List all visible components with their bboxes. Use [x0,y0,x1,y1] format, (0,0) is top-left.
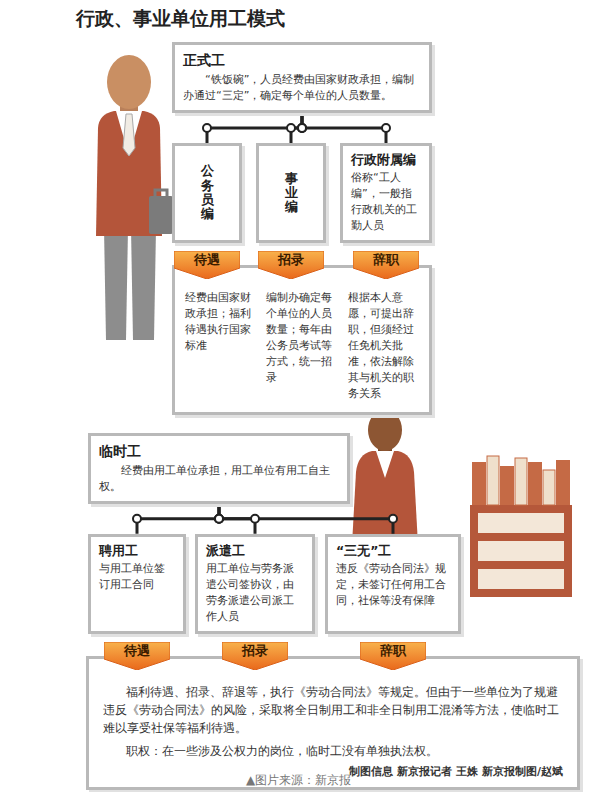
box-text: 待遇 [174,251,240,269]
box-text: 根据本人意愿，可提出辞职，但须经过任免机关批准，依法解除其与机关的职务关系 [348,290,419,402]
tree-connector [207,113,302,143]
category-box: “三无”工违反《劳动合同法》规定，未签订任何用工合同，社保等没有保障 [325,534,461,634]
box-text: 招录 [222,642,288,660]
bookshelf [470,456,572,597]
arrow-tab: 待遇 [174,251,240,279]
category-box: 临时工经费由用工单位承担，用工单位有用工自主权。 [88,433,350,504]
sitting-man [352,409,418,545]
detail-box: 经费由国家财政承担；福利待遇执行国家标准编制办确定每个单位的人员数量；每年由公务… [172,265,432,415]
caption: ▲图片来源：新京报 [0,772,597,789]
arrow-tab: 招录 [258,251,324,279]
box-text: 经费由用工单位承担，用工单位有用工自主权。 [99,463,339,495]
junction-dot [215,515,223,523]
junction-dot [389,515,397,523]
category-box: 正式工 “铁饭碗”，人员经费由国家财政承担，编制办通过“三定”，确定每个单位的人员… [172,42,432,113]
junction-dot [215,515,223,523]
category-box: 聘用工与用工单位签订用工合同 [88,534,186,634]
box-text: 违反《劳动合同法》规定，未签订任何用工合同，社保等没有保障 [336,561,450,609]
junction-dot [298,124,306,132]
arrow-tab: 辞职 [353,251,419,279]
box-text: 事业编 [285,172,298,215]
box-text: 待遇 [104,642,170,660]
junction-dot [215,515,223,523]
junction-dot [298,124,306,132]
box-heading: 行政附属编 [351,152,421,168]
category-box: 派遣工用工单位与劳务派遣公司签协议，由劳务派遣公司派工作人员 [195,534,315,634]
box-text: 编制办确定每个单位的人员数量；每年由公务员考试等方式，统一招录 [266,290,337,402]
box-text: 福利待遇、招录、辞退等，执行《劳动合同法》等规定。但由于一些单位为了规避违反《劳… [103,683,563,738]
junction-dot [133,515,141,523]
junction-dot [382,124,390,132]
box-text: 与用工单位签订用工合同 [99,561,175,593]
box-text: 用工单位与劳务派遣公司签协议，由劳务派遣公司派工作人员 [206,561,304,625]
arrow-tab: 辞职 [360,642,426,670]
standing-man [96,55,173,340]
junction-dot [298,124,306,132]
box-text: 招录 [258,251,324,269]
junction-dot [287,124,295,132]
category-box: 事业编 [256,143,326,243]
tree-connector [219,504,393,534]
category-box: 行政附属编俗称“工人编”，一般指行政机关的工勤人员 [340,143,432,243]
box-heading: 聘用工 [99,543,175,559]
box-text: 辞职 [360,642,426,660]
box-heading: “三无”工 [336,543,450,559]
box-heading: 正式工 [183,51,421,69]
box-text: 辞职 [353,251,419,269]
tree-connector [302,113,386,143]
page-title: 行政、事业单位用工模式 [76,6,285,32]
box-text: 俗称“工人编”，一般指行政机关的工勤人员 [351,170,421,234]
detail-box: 福利待遇、招录、辞退等，执行《劳动合同法》等规定。但由于一些单位为了规避违反《劳… [86,656,580,791]
box-text: 职权：在一些涉及公权力的岗位，临时工没有单独执法权。 [103,742,563,760]
box-heading: 派遣工 [206,543,304,559]
junction-dot [251,515,259,523]
box-text: “铁饭碗”，人员经费由国家财政承担，编制办通过“三定”，确定每个单位的人员数量。 [183,72,421,104]
box-text: 公务员编 [201,164,214,221]
box-text: 经费由国家财政承担；福利待遇执行国家标准 [185,290,256,402]
category-box: 公务员编 [172,143,242,243]
arrow-tab: 待遇 [104,642,170,670]
box-heading: 临时工 [99,442,339,460]
tree-connector [137,504,219,534]
arrow-tab: 招录 [222,642,288,670]
junction-dot [203,124,211,132]
